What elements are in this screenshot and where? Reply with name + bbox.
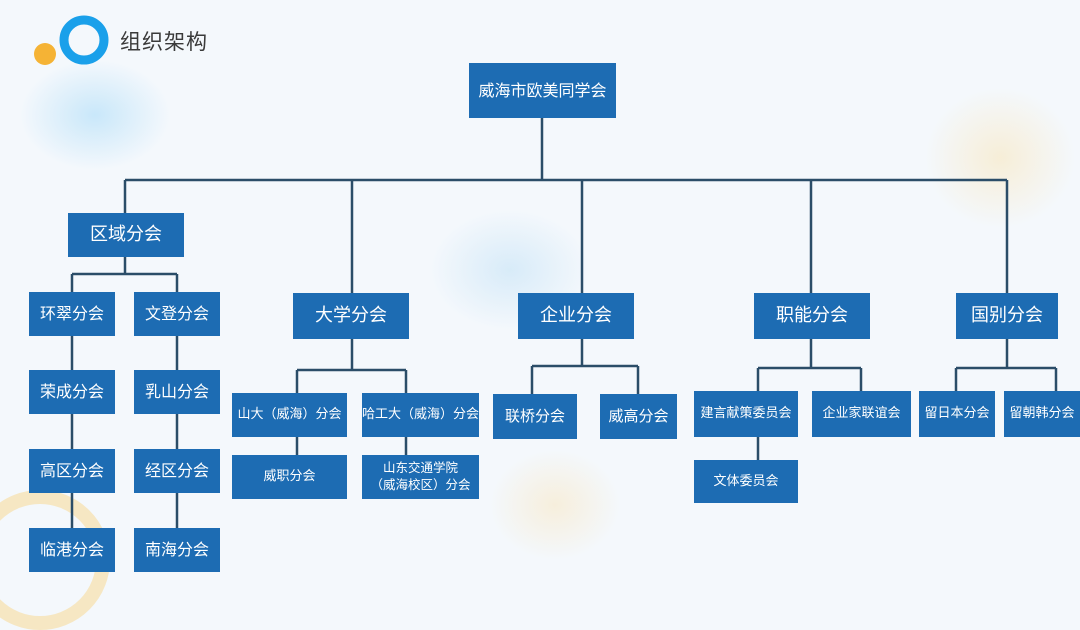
node-university-sdu: 山大（威海）分会 xyxy=(232,393,347,437)
node-university-hit-sub: 山东交通学院 （威海校区）分会 xyxy=(362,455,479,499)
node-regional-jingqu: 经区分会 xyxy=(134,449,220,493)
ring-logo-icon xyxy=(34,15,109,65)
node-regional-rongcheng: 荣成分会 xyxy=(29,370,115,414)
node-regional-huancui: 环翠分会 xyxy=(29,292,115,336)
node-functional-culture: 文体委员会 xyxy=(694,460,798,503)
node-regional: 区域分会 xyxy=(68,213,184,257)
node-regional-rushan: 乳山分会 xyxy=(134,370,220,414)
node-university: 大学分会 xyxy=(293,293,409,339)
node-enterprise-weigao: 威高分会 xyxy=(600,394,677,439)
node-university-hit-sub-line1: 山东交通学院 xyxy=(382,460,458,476)
node-university-hit: 哈工大（威海）分会 xyxy=(362,393,479,437)
node-university-sdu-sub: 威职分会 xyxy=(232,455,347,499)
node-country: 国别分会 xyxy=(956,293,1058,339)
node-root: 威海市欧美同学会 xyxy=(469,63,616,118)
node-country-japan: 留日本分会 xyxy=(919,391,995,437)
node-regional-lingang: 临港分会 xyxy=(29,528,115,572)
node-regional-nanhai: 南海分会 xyxy=(134,528,220,572)
node-university-hit-sub-line2: （威海校区）分会 xyxy=(370,477,471,492)
node-regional-wendeng: 文登分会 xyxy=(134,292,220,336)
org-connectors xyxy=(70,118,1058,528)
node-enterprise-lianqiao: 联桥分会 xyxy=(493,394,577,439)
node-enterprise: 企业分会 xyxy=(518,293,634,339)
node-country-korea: 留朝韩分会 xyxy=(1004,391,1080,437)
node-functional-entrepreneurs: 企业家联谊会 xyxy=(812,391,911,437)
node-regional-gaoqu: 高区分会 xyxy=(29,449,115,493)
node-functional-advisory: 建言献策委员会 xyxy=(694,391,798,437)
node-functional: 职能分会 xyxy=(754,293,870,339)
page-title: 组织架构 xyxy=(120,30,208,54)
